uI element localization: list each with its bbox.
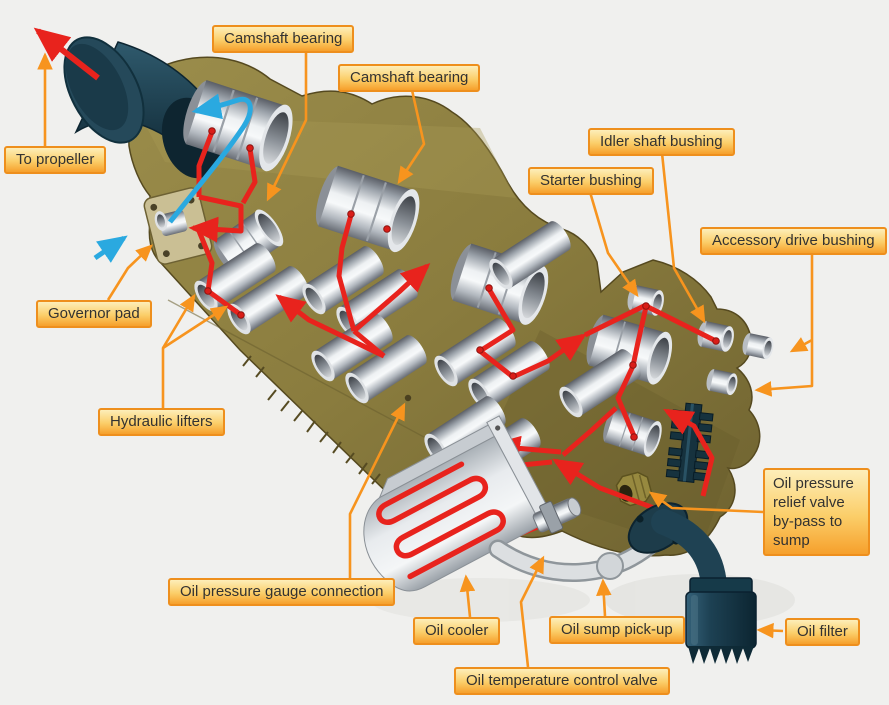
label-oil-pressure-relief: Oil pressure relief valve by-pass to sum… — [763, 468, 870, 556]
oil-pressure-gauge-port — [404, 394, 412, 402]
label-oil-cooler: Oil cooler — [413, 617, 501, 645]
label-oil-filter: Oil filter — [785, 618, 860, 646]
label-governor-pad: Governor pad — [36, 300, 152, 328]
label-accessory-drive-bushing: Accessory drive bushing — [700, 227, 887, 255]
oil-cooler-coil — [376, 461, 506, 580]
label-camshaft-bearing-1: Camshaft bearing — [212, 25, 355, 53]
label-to-propeller: To propeller — [4, 146, 107, 174]
label-hydraulic-lifters: Hydraulic lifters — [98, 408, 225, 436]
oil-cooler-part — [363, 415, 558, 592]
label-leader-lines — [37, 49, 814, 668]
label-oil-pressure-gauge: Oil pressure gauge connection — [168, 578, 396, 606]
case-crease-line — [167, 299, 453, 453]
label-idler-shaft-bushing: Idler shaft bushing — [588, 128, 735, 156]
oil-filter-part — [627, 502, 757, 664]
cooling-fins — [242, 355, 381, 485]
label-starter-bushing: Starter bushing — [528, 167, 654, 195]
governor-pad — [143, 187, 213, 265]
propeller-flow-arrow — [33, 27, 100, 81]
oil-inlet-arrow — [93, 235, 128, 263]
oil-filter-serration — [688, 646, 754, 664]
oil-sump-pickup-tube — [488, 531, 665, 582]
oil-return-line — [93, 93, 253, 263]
to-propeller-oil-line — [168, 93, 253, 224]
label-oil-sump-pickup: Oil sump pick-up — [549, 616, 685, 644]
label-camshaft-bearing-2: Camshaft bearing — [338, 64, 481, 92]
oil-port-dots — [204, 127, 720, 441]
governor-boss — [154, 210, 188, 236]
label-oil-temp-control-valve: Oil temperature control valve — [454, 667, 670, 695]
oil-temp-control-valve-part — [532, 497, 582, 534]
